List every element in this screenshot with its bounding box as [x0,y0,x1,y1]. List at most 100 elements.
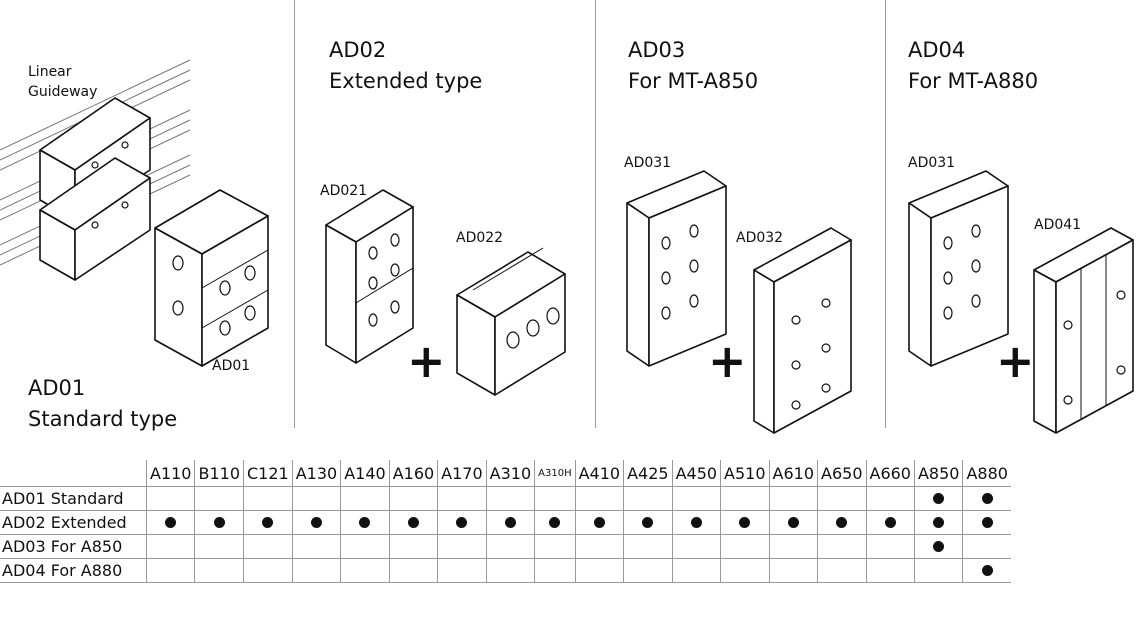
compat-cell [291,534,341,559]
compat-cell [534,558,576,583]
ad031-part-illustration [626,170,727,367]
compatible-dot [787,517,799,528]
column-header: B110 [194,460,244,487]
compatible-dot [642,517,654,528]
compatible-dot [213,517,225,528]
panel-subtitle-ad02: Extended type [329,69,483,93]
compat-cell [962,558,1011,583]
compat-cell [437,486,487,511]
column-header: A610 [768,460,818,487]
compat-cell [194,558,244,583]
compatible-dot [549,517,561,528]
label-ad01: AD01 [212,358,251,374]
label-ad031: AD031 [908,155,956,171]
panel-ad02: AD02 Extended type AD021 + AD022 [295,0,595,430]
compat-cell [720,510,770,535]
panel-title-ad02: AD02 [329,38,387,62]
column-header: A650 [817,460,866,487]
compat-cell [291,558,341,583]
compat-cell [388,510,438,535]
ad041-part-illustration [1033,227,1134,434]
compat-cell [243,510,293,535]
table-row: AD02 Extended [0,510,1011,535]
column-header: A310H [534,460,576,487]
compat-cell [534,510,576,535]
row-label: AD02 Extended [0,510,147,535]
label-guideway: Guideway [28,84,98,100]
compat-cell [437,510,487,535]
ad031-part-illustration [908,170,1009,367]
compatible-dot [165,517,177,528]
label-ad021: AD021 [320,183,368,199]
label-ad031: AD031 [624,155,672,171]
label-ad022: AD022 [456,230,504,246]
compat-cell [291,510,341,535]
plus-icon: + [708,334,747,388]
compat-cell [437,534,487,559]
compatible-dot [981,493,993,504]
ad022-part-illustration [456,247,566,396]
label-ad032: AD032 [736,230,784,246]
compat-cell [671,486,721,511]
ad032-part-illustration [753,227,852,434]
compat-cell [671,534,721,559]
compat-cell [388,534,438,559]
compat-cell [485,558,535,583]
compatible-dot [836,517,848,528]
label-ad041: AD041 [1034,217,1082,233]
compat-cell [534,534,576,559]
compat-cell [720,558,770,583]
panel-subtitle-ad01: Standard type [28,407,178,431]
panel-subtitle-ad04: For MT-A880 [908,69,1039,93]
label-linear: Linear [28,64,72,80]
compat-cell [817,558,866,583]
compat-cell [817,534,866,559]
compat-cell [817,486,866,511]
compat-cell [720,486,770,511]
compat-cell [574,486,624,511]
compat-cell [437,558,487,583]
column-header: C121 [243,460,293,487]
compat-cell [865,510,915,535]
compat-cell [574,534,624,559]
column-header: A660 [865,460,915,487]
compat-cell [865,558,915,583]
compat-cell [145,558,195,583]
compat-cell [574,558,624,583]
compat-cell [534,486,576,511]
compatible-dot [981,565,993,576]
column-header: A170 [437,460,487,487]
compat-cell [485,534,535,559]
compat-cell [913,558,963,583]
compatible-dot [310,517,322,528]
compatible-dot [884,517,896,528]
compat-cell [913,510,963,535]
compat-cell [145,510,195,535]
compatible-dot [933,541,945,552]
panel-divider [595,0,596,428]
row-label: AD04 For A880 [0,558,147,583]
compatible-dot [407,517,419,528]
column-header: A310 [485,460,535,487]
compat-cell [962,486,1011,511]
compat-cell [913,486,963,511]
compat-cell [194,534,244,559]
column-header: A450 [671,460,721,487]
table-row: AD04 For A880 [0,558,1011,583]
compat-cell [623,510,673,535]
compat-cell [574,510,624,535]
column-header: A510 [720,460,770,487]
row-label: AD03 For A850 [0,534,147,559]
panel-title-ad04: AD04 [908,38,966,62]
compat-cell [720,534,770,559]
panel-title-ad03: AD03 [628,38,686,62]
panel-divider [294,0,295,428]
compatible-dot [593,517,605,528]
compat-cell [865,486,915,511]
compat-cell [485,510,535,535]
compat-cell [768,486,818,511]
column-header: A880 [962,460,1011,487]
column-header: A425 [623,460,673,487]
